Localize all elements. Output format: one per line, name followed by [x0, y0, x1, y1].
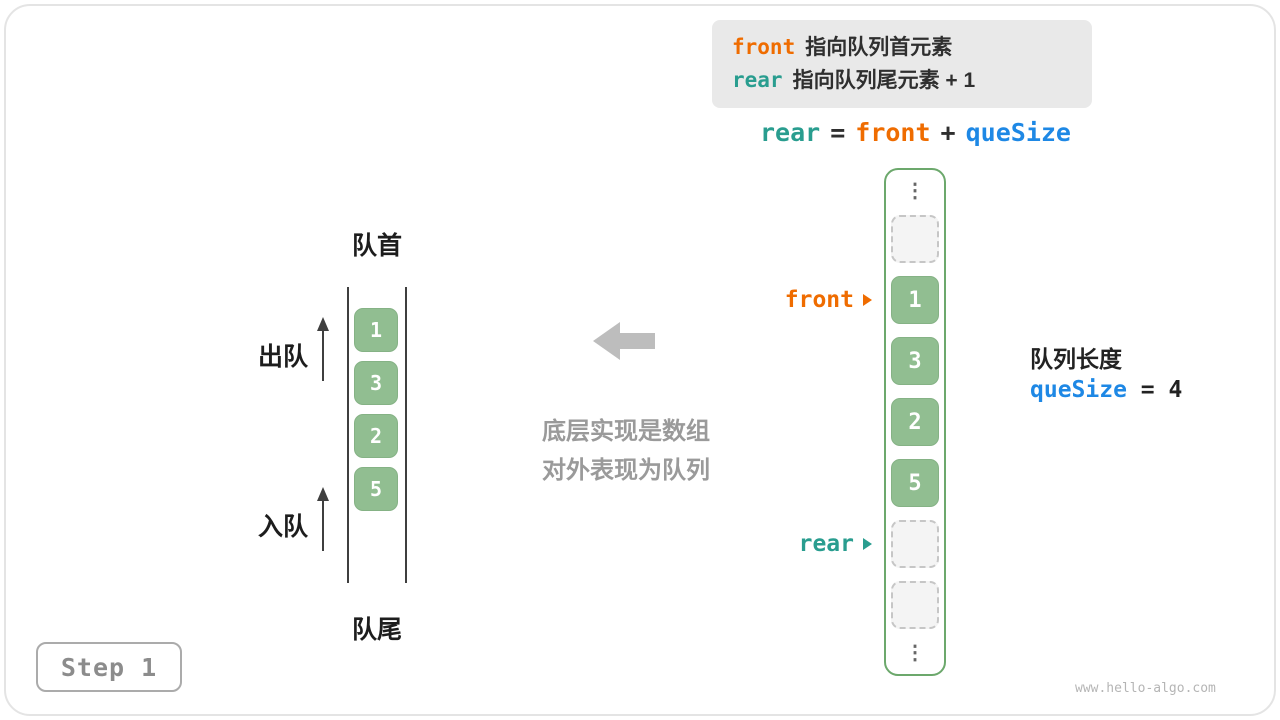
front-pointer: front — [720, 286, 872, 314]
array-cell-empty — [891, 581, 939, 629]
queue-length-label: 队列长度 — [1030, 346, 1122, 372]
rear-pointer: rear — [720, 530, 872, 558]
explanation-text: 底层实现是数组 对外表现为队列 — [490, 412, 762, 490]
formula-quesize: queSize — [965, 118, 1071, 147]
queue-value-box: 2 — [354, 414, 398, 458]
left-arrow-icon — [593, 322, 655, 360]
array-cell-filled: 5 — [891, 459, 939, 507]
enqueue-label: 入队 — [257, 513, 308, 541]
dequeue-label: 出队 — [257, 343, 308, 371]
formula-rear: rear — [760, 118, 821, 147]
formula-front: front — [855, 118, 931, 147]
front-pointer-arrow-icon — [863, 294, 872, 306]
queue-value-box: 1 — [354, 308, 398, 352]
watermark: www.hello-algo.com — [1075, 681, 1216, 696]
rear-pointer-arrow-icon — [863, 538, 872, 550]
array-cell-filled: 3 — [891, 337, 939, 385]
front-keyword: front — [732, 35, 796, 59]
quesize-value-row: queSize = 4 — [1030, 377, 1182, 403]
quesize-term: queSize — [1030, 377, 1127, 403]
formula-plus: + — [940, 118, 956, 147]
array-cell-empty — [891, 520, 939, 568]
dequeue-up-arrow-icon — [317, 317, 329, 381]
quesize-value: = 4 — [1140, 377, 1183, 403]
diagram-card — [4, 4, 1276, 716]
formula-equals: = — [830, 118, 846, 147]
queue-value-box: 3 — [354, 361, 398, 405]
array-cell-empty — [891, 215, 939, 263]
rear-pointer-label: rear — [798, 531, 854, 557]
array-cell-filled: 2 — [891, 398, 939, 446]
array-ellipsis-bottom: ⋮ — [905, 642, 925, 664]
array-ellipsis-top: ⋮ — [905, 180, 925, 202]
explanation-line1: 底层实现是数组 — [542, 418, 710, 445]
legend-rear-row: rear 指向队列尾元素 + 1 — [732, 66, 1072, 95]
explanation-line2: 对外表现为队列 — [542, 457, 710, 484]
legend-front-row: front 指向队列首元素 — [732, 33, 1072, 62]
queue-head-label: 队首 — [351, 232, 402, 260]
front-pointer-label: front — [784, 287, 854, 313]
array-container: ⋮ 1 3 2 5 ⋮ — [884, 168, 946, 676]
queue-rail-left — [347, 287, 349, 583]
rear-description: 指向队列尾元素 + 1 — [792, 69, 976, 92]
pointer-formula: rear = front + queSize — [760, 118, 1081, 147]
array-cell-filled: 1 — [891, 276, 939, 324]
front-description: 指向队列首元素 — [805, 36, 953, 59]
rear-keyword: rear — [732, 68, 783, 92]
enqueue-up-arrow-icon — [317, 487, 329, 551]
step-badge: Step 1 — [36, 642, 182, 692]
queue-rail-right — [405, 287, 407, 583]
legend-box: front 指向队列首元素 rear 指向队列尾元素 + 1 — [712, 20, 1092, 108]
queue-value-box: 5 — [354, 467, 398, 511]
queue-values: 1 3 2 5 — [354, 308, 398, 511]
queue-tail-label: 队尾 — [351, 616, 402, 644]
